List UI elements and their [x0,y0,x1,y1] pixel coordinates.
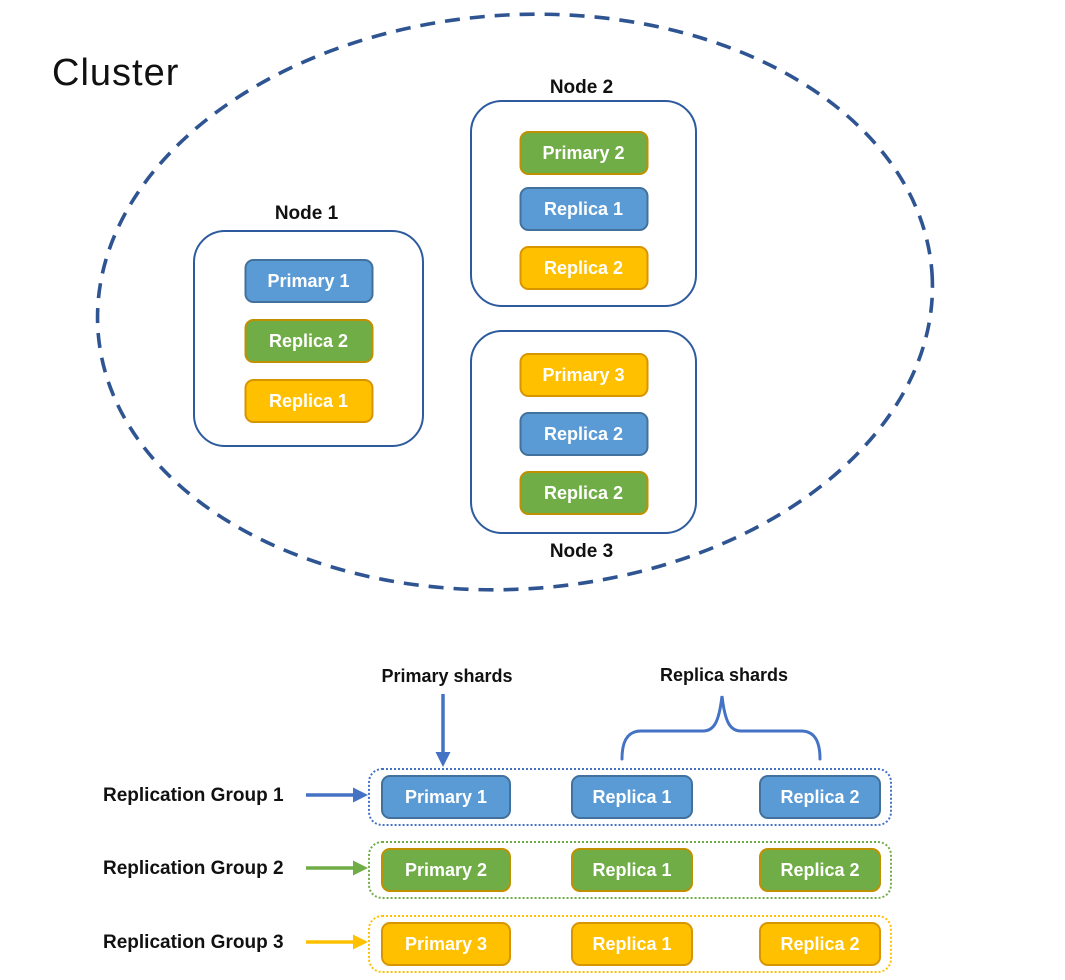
shard-pill: Replica 2 [519,246,648,290]
shard-pill: Replica 1 [519,187,648,231]
shard-pill: Replica 2 [759,848,881,892]
shard-pill: Replica 1 [244,379,373,423]
replica-shards-label: Replica shards [659,665,789,685]
group-3-arrow-icon [306,934,368,950]
node-2-box: Primary 2 Replica 1 Replica 2 [470,100,697,307]
node-1-label: Node 1 [274,203,339,224]
shard-pill: Replica 2 [519,412,648,456]
group-1-label: Replication Group 1 [103,785,284,806]
shard-pill: Primary 2 [381,848,511,892]
shard-pill: Replica 2 [759,922,881,966]
shard-pill: Primary 1 [244,259,373,303]
shard-pill: Replica 2 [519,471,648,515]
shard-pill: Primary 1 [381,775,511,819]
shard-pill: Replica 2 [244,319,373,363]
group-2-label: Replication Group 2 [103,858,284,879]
shard-pill: Primary 3 [519,353,648,397]
node-3-box: Primary 3 Replica 2 Replica 2 [470,330,697,534]
cluster-title: Cluster [52,52,180,94]
shard-pill: Primary 2 [519,131,648,175]
group-1-arrow-icon [306,787,368,803]
node-3-label: Node 3 [549,541,614,562]
replica-shards-brace-icon [620,695,822,761]
shard-pill: Primary 3 [381,922,511,966]
node-2-label: Node 2 [549,77,614,98]
group-3-label: Replication Group 3 [103,932,284,953]
shard-pill: Replica 1 [571,775,693,819]
shard-pill: Replica 2 [759,775,881,819]
primary-shards-arrow-icon [435,694,451,767]
primary-shards-label: Primary shards [381,666,513,686]
group-2-arrow-icon [306,860,368,876]
shard-pill: Replica 1 [571,848,693,892]
shard-pill: Replica 1 [571,922,693,966]
node-1-box: Primary 1 Replica 2 Replica 1 [193,230,424,447]
